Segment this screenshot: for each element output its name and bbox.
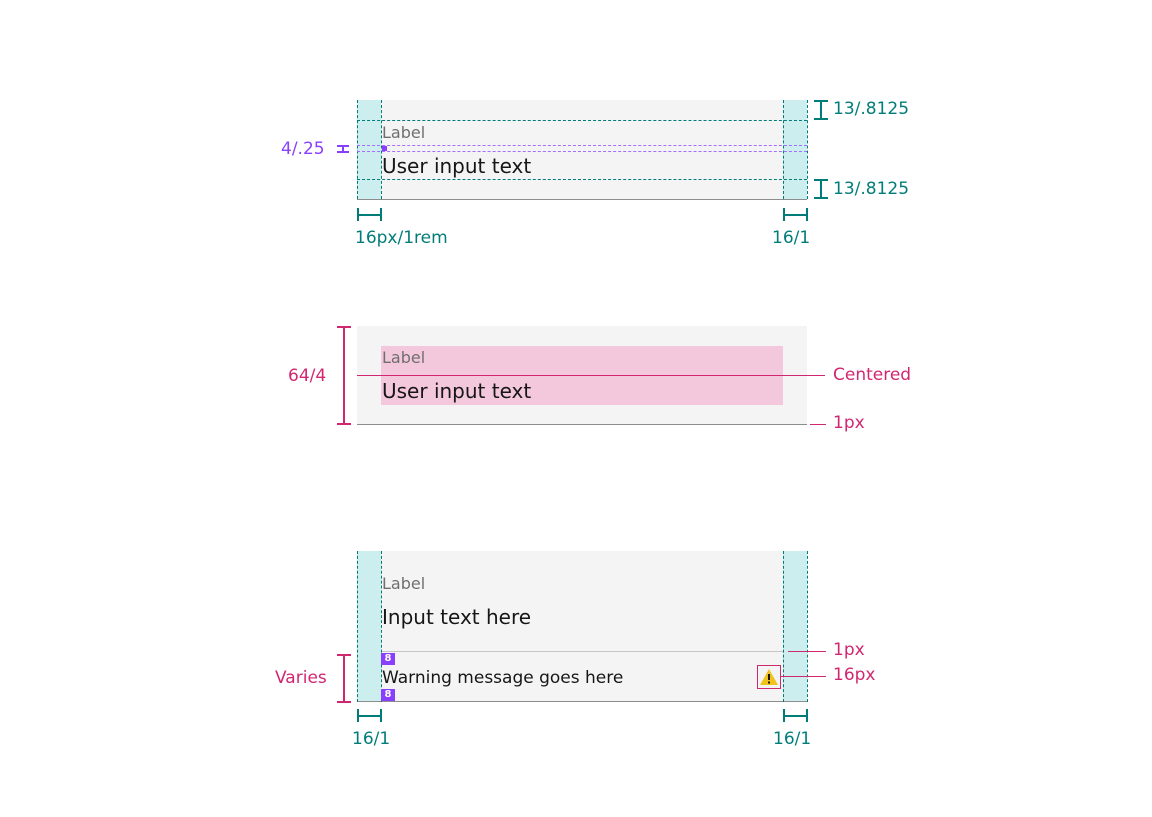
height-bracket [343, 326, 345, 425]
right-padding-annotation: 16/1 [772, 228, 811, 248]
centered-annotation: Centered [833, 365, 912, 385]
height-annotation: 64/4 [288, 366, 327, 386]
icon-annotation-line [781, 676, 826, 677]
field-1-guide-top [357, 120, 807, 121]
field-3-guide-left-inner [381, 551, 382, 702]
icon-size-annotation: 16px [833, 665, 876, 685]
field-3-left-padding-annotation: 16/1 [352, 729, 391, 749]
warning-divider [381, 651, 783, 652]
top-padding-annotation: 13/.8125 [833, 99, 910, 119]
border-annotation: 1px [833, 413, 865, 433]
spacing-badge-bottom: 8 [381, 689, 395, 701]
field-1-left-padding [357, 100, 381, 199]
field-3-guide-right-inner [783, 551, 784, 702]
field-2-input-text: User input text [382, 379, 532, 403]
warning-triangle-icon [760, 669, 778, 685]
spacing-badge-top: 8 [381, 653, 395, 665]
field-1-right-padding [783, 100, 807, 199]
field-1-guide-gap-bottom [357, 151, 807, 152]
field-1-input-text: User input text [382, 154, 532, 178]
warning-icon-outline [757, 665, 781, 689]
field-2-bottom-border [357, 424, 807, 425]
top-padding-bracket [820, 100, 822, 120]
bottom-padding-bracket [820, 179, 822, 199]
left-padding-bracket [357, 214, 382, 216]
warning-message: Warning message goes here [382, 668, 624, 688]
center-line [357, 375, 825, 376]
field-3-right-padding-annotation: 16/1 [773, 729, 812, 749]
field-1-guide-right-inner [783, 100, 784, 199]
left-padding-annotation: 16px/1rem [355, 228, 448, 248]
field-3-right-padding-bracket [783, 715, 808, 717]
field-1-guide-gap-top [357, 145, 807, 146]
field-1-guide-bottom [357, 179, 807, 180]
field-3-guide-right-outer [807, 551, 808, 702]
field-3-label: Label [382, 574, 426, 593]
varies-bracket [343, 654, 345, 703]
field-3-left-padding [357, 551, 381, 702]
field-1-label: Label [382, 123, 426, 142]
field-1-guide-left-outer [357, 100, 358, 199]
field-3-right-padding [783, 551, 807, 702]
field-1-bottom-border [357, 199, 807, 200]
field-1-guide-left-inner [381, 100, 382, 199]
field-3-background [357, 551, 807, 702]
label-gap-bracket [342, 145, 344, 152]
varies-annotation: Varies [275, 668, 327, 688]
field-1-gap-marker [382, 146, 387, 151]
label-gap-annotation: 4/.25 [281, 139, 325, 159]
field-3-bottom-border [357, 701, 807, 702]
field-1-background [357, 100, 807, 199]
divider-annotation-line [788, 651, 826, 652]
divider-annotation: 1px [833, 640, 865, 660]
bottom-padding-annotation: 13/.8125 [833, 179, 910, 199]
field-3-input-text: Input text here [382, 605, 532, 629]
right-padding-bracket [783, 214, 808, 216]
field-2-label: Label [382, 348, 426, 367]
field-3-left-padding-bracket [357, 715, 382, 717]
border-annotation-line [810, 424, 826, 425]
field-3-guide-left-outer [357, 551, 358, 702]
field-1-guide-right-outer [807, 100, 808, 199]
